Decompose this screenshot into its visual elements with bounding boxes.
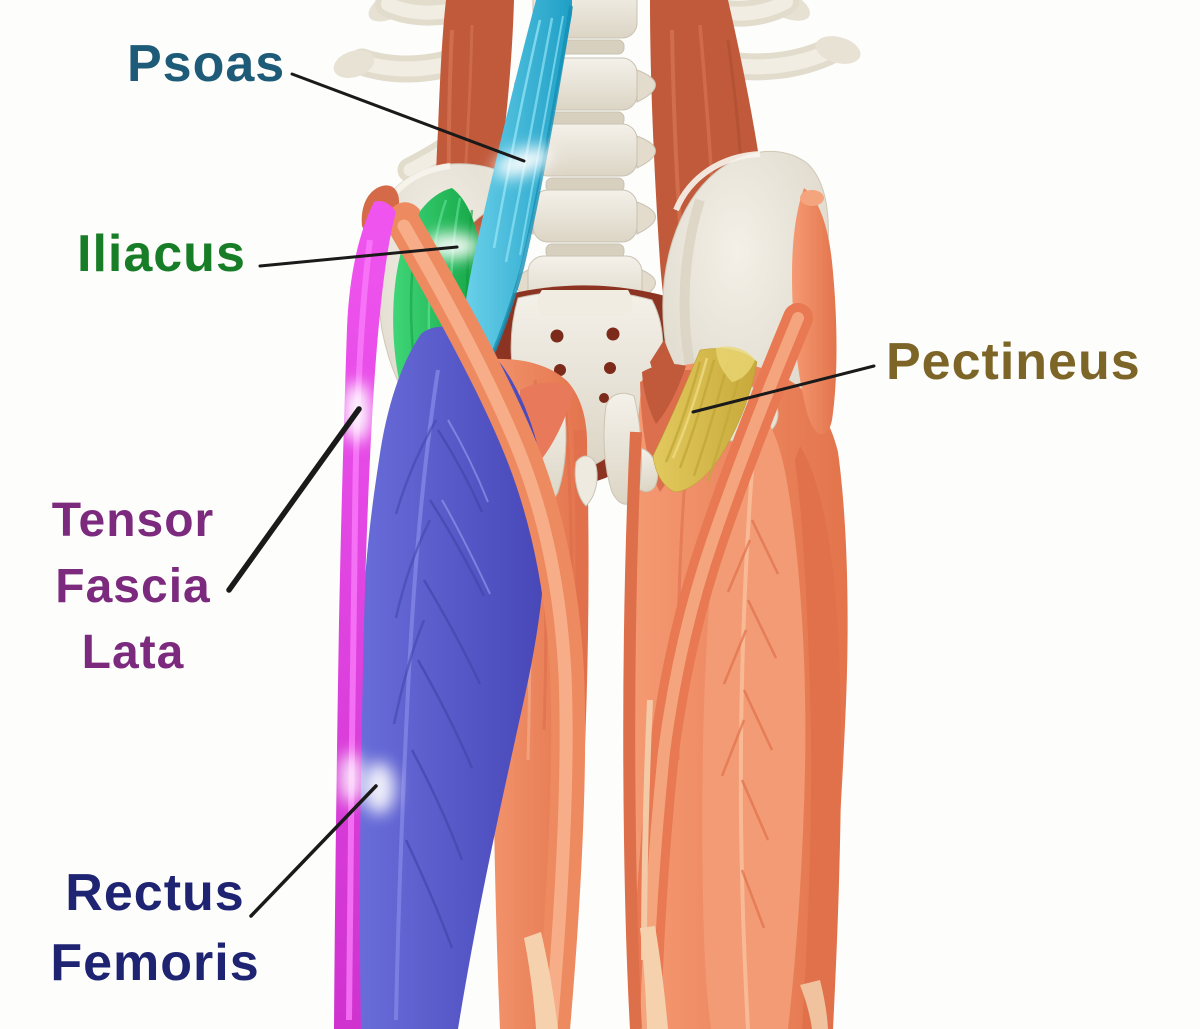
left-tendon — [524, 932, 558, 1029]
right-tensor-fascia-lata-muscle — [792, 188, 837, 435]
label-iliacus: Iliacus — [77, 225, 246, 283]
leader-lines — [226, 72, 876, 918]
label-rectus-femoris: Rectus Femoris — [50, 864, 260, 992]
rectus-femoris-leader-line — [249, 784, 378, 918]
right-vastus-lateralis-muscle — [795, 446, 842, 1029]
tensor-fascia-lata-leader-line — [226, 406, 362, 593]
label-psoas: Psoas — [127, 35, 286, 93]
right-gracilis-and-tendon — [623, 431, 828, 1029]
pectineus-leader-line — [691, 364, 876, 414]
label-tensor-fascia-lata: Tensor Fascia Lata — [51, 494, 215, 679]
right-sartorius-muscle — [631, 303, 813, 1029]
left-sartorius-muscle — [387, 202, 586, 1029]
right-rectus-femoris-muscle — [702, 404, 806, 1029]
rectus-femoris-muscle-highlight — [345, 326, 546, 1029]
pectineus-muscle-highlight — [652, 346, 758, 493]
label-pectineus: Pectineus — [886, 333, 1141, 391]
iliacus-leader-line — [258, 245, 459, 268]
psoas-leader-line — [290, 72, 526, 163]
